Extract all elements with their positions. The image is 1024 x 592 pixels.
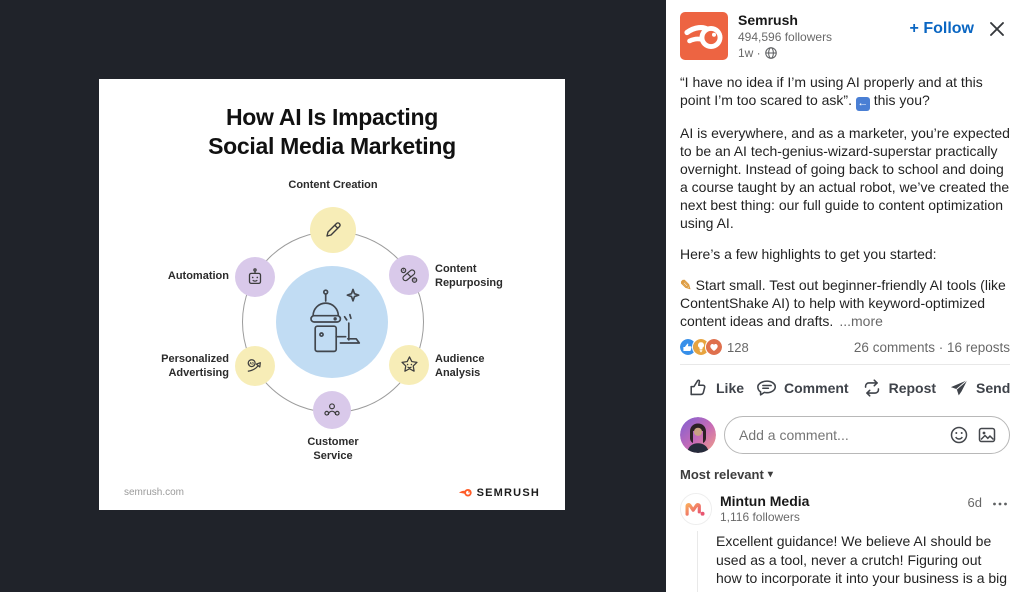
semrush-logo-avatar[interactable] <box>680 12 728 60</box>
node-label-automation: Automation <box>167 270 229 282</box>
writing-hand-emoji: ✎ <box>680 277 692 293</box>
repurpose-pencil-icon: A B <box>400 267 418 283</box>
svg-text:A: A <box>402 269 405 273</box>
post-paragraph: AI is everywhere, and as a marketer, you… <box>680 125 1010 231</box>
close-icon <box>990 22 1004 36</box>
comment-text: Excellent guidance! We believe AI should… <box>716 533 1008 592</box>
love-badge-icon <box>706 339 722 355</box>
infographic-site-url: semrush.com <box>124 487 185 498</box>
globe-icon <box>764 47 777 59</box>
post-paragraph: “I have no idea if I’m using AI properly… <box>680 74 983 111</box>
follow-button[interactable]: + Follow <box>909 20 974 37</box>
current-user-avatar[interactable] <box>680 417 716 453</box>
reactions-group[interactable]: 128 <box>680 339 749 355</box>
svg-text:AD: AD <box>249 361 254 365</box>
ad-arrow-icon: AD <box>247 358 261 372</box>
comment-thread-line <box>697 531 698 592</box>
support-person-icon <box>324 403 340 416</box>
infographic-footer: semrush.com SEMRUSH <box>124 485 540 500</box>
close-button[interactable] <box>984 16 1010 45</box>
insightful-badge-icon <box>693 339 709 355</box>
like-button[interactable]: Like <box>682 368 750 408</box>
svg-text:B: B <box>413 278 416 282</box>
pencil-icon <box>326 222 341 237</box>
comment-input-pill[interactable] <box>724 416 1010 454</box>
chevron-down-icon: ▾ <box>767 469 773 480</box>
infographic-title-line1: How AI Is Impacting <box>226 104 438 130</box>
left-arrow-emoji: ← <box>855 97 870 111</box>
comment-item: Mintun Media 1,116 followers 6d Excellen… <box>680 493 1010 592</box>
author-followers: 494,596 followers <box>738 30 833 44</box>
like-badge-icon <box>680 339 696 355</box>
node-content-repurposing: A B <box>389 255 429 295</box>
comment-button[interactable]: Comment <box>750 368 855 408</box>
photo-icon <box>978 427 996 443</box>
star-face-icon <box>400 355 418 372</box>
robot-at-laptop-illustration <box>310 288 361 353</box>
action-bar: Like Comment Repost <box>680 365 1010 411</box>
node-customer-service <box>313 391 351 429</box>
node-label-audience-analysis: Audience Analysis <box>435 353 485 379</box>
comment-overflow-menu[interactable] <box>990 493 1010 512</box>
node-label-content-creation: Content Creation <box>288 179 378 191</box>
sort-dropdown[interactable]: Most relevant ▾ <box>680 467 773 482</box>
commenter-avatar[interactable] <box>680 493 712 525</box>
commenter-block[interactable]: Mintun Media 1,116 followers <box>720 493 968 525</box>
thumbs-up-icon <box>690 379 706 396</box>
post-timestamp: 1w · <box>738 45 910 61</box>
author-block[interactable]: Semrush 494,596 followers 1w · <box>738 12 910 61</box>
post-body: “I have no idea if I’m using AI properly… <box>680 73 1010 330</box>
post-detail-panel: Semrush 494,596 followers 1w · + Follow <box>666 0 1024 592</box>
repost-arrows-icon <box>864 379 879 397</box>
infographic-title-line2: Social Media Marketing <box>208 133 456 159</box>
post-header: Semrush 494,596 followers 1w · + Follow <box>680 12 1010 61</box>
node-personalized-advertising: AD <box>235 346 275 386</box>
smiley-icon <box>950 426 968 444</box>
post-image-infographic: How AI Is Impacting Social Media Marketi… <box>99 79 565 510</box>
comments-reposts-summary[interactable]: 26 comments · 16 reposts <box>853 339 1010 355</box>
ellipsis-icon <box>993 502 1007 506</box>
comment-time: 6d <box>967 495 982 510</box>
emoji-button[interactable] <box>945 421 973 449</box>
comment-meta: 6d <box>968 493 1010 512</box>
add-photo-button[interactable] <box>973 421 1001 449</box>
semrush-flame-icon <box>458 488 472 497</box>
semrush-brand-text: SEMRUSH <box>476 486 540 499</box>
send-plane-icon <box>950 379 968 396</box>
comment-bubble-icon <box>757 380 777 396</box>
infographic-title: How AI Is Impacting Social Media Marketi… <box>99 103 565 161</box>
post-paragraph: Here’s a few highlights to get you start… <box>680 246 937 262</box>
node-label-content-repurposing: Content Repurposing <box>435 263 503 289</box>
author-name[interactable]: Semrush <box>738 12 798 28</box>
reaction-count[interactable]: 128 <box>727 339 749 355</box>
see-more-link[interactable]: ...more <box>839 313 883 329</box>
node-audience-analysis <box>389 345 429 385</box>
post-paragraph: ✎ Start small. Test out beginner-friendl… <box>680 277 1006 329</box>
robot-head-icon <box>248 268 262 285</box>
node-label-customer-service: Customer Service <box>307 436 359 462</box>
social-counts-row: 128 26 comments · 16 reposts <box>680 339 1010 365</box>
node-content-creation <box>310 207 356 253</box>
node-label-personalized-advertising: Personalized Advertising <box>161 353 229 379</box>
comment-header: Mintun Media 1,116 followers 6d <box>680 493 1010 525</box>
diagram-hub <box>276 266 388 378</box>
node-automation <box>235 257 275 297</box>
add-comment-row <box>680 416 1010 454</box>
send-button[interactable]: Send <box>942 368 1016 408</box>
repost-button[interactable]: Repost <box>855 368 942 408</box>
commenter-name[interactable]: Mintun Media <box>720 493 810 509</box>
semrush-footer-logo: SEMRUSH <box>458 485 540 500</box>
image-viewer-backdrop: How AI Is Impacting Social Media Marketi… <box>99 79 565 510</box>
commenter-followers: 1,116 followers <box>720 510 800 524</box>
comment-input[interactable] <box>739 427 945 443</box>
